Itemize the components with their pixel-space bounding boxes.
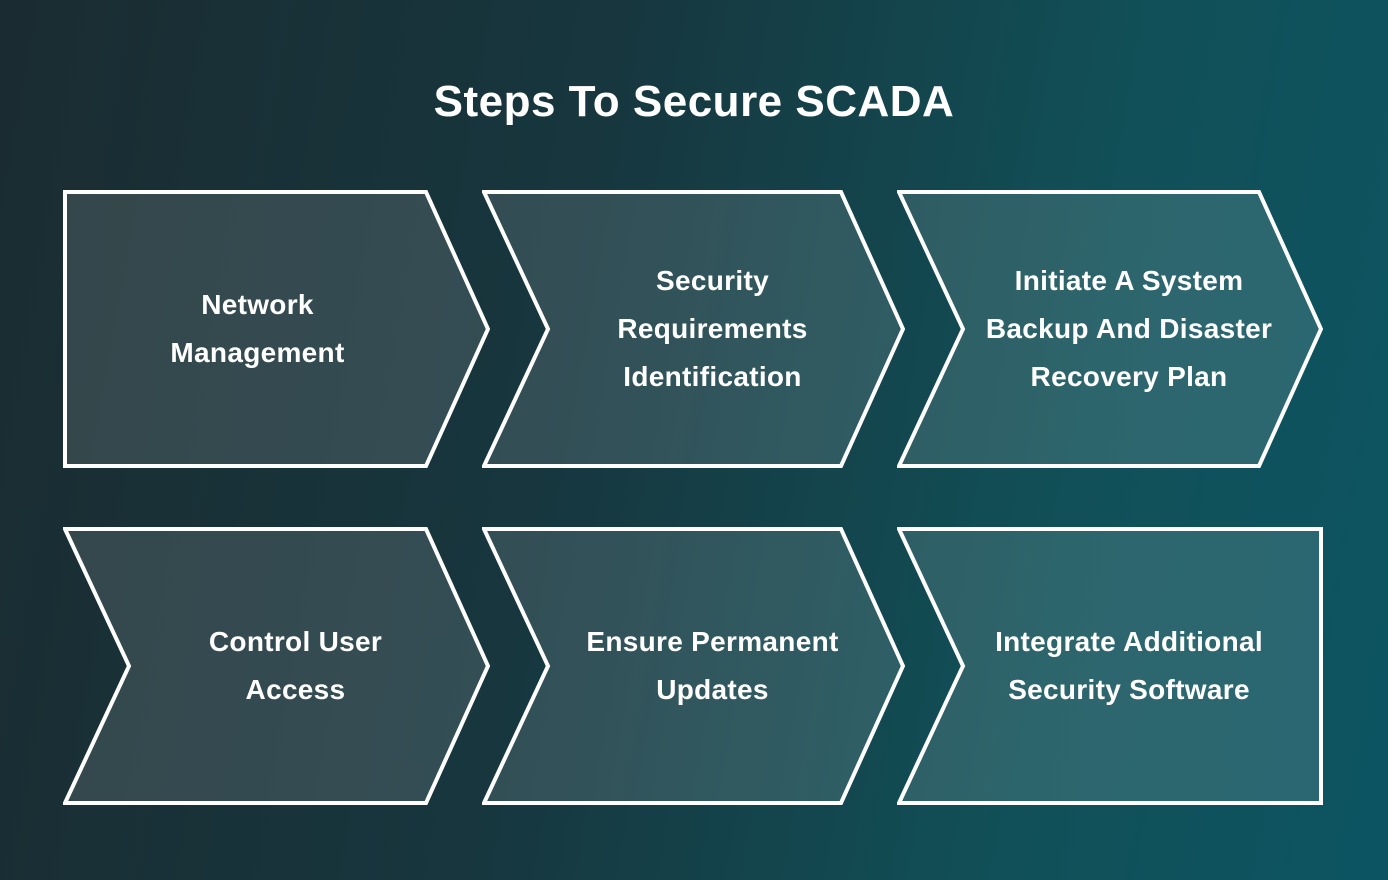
step-label-line: Network: [201, 289, 314, 320]
step-label: Integrate Additional Security Software: [897, 527, 1323, 805]
step-label-line: Security Software: [1008, 674, 1250, 705]
step-label-line: Management: [170, 337, 345, 368]
step-arrow-shape: [897, 527, 1323, 805]
step-security-requirements-identification: Security Requirements Identification: [482, 190, 905, 468]
step-label: Initiate A System Backup And Disaster Re…: [897, 190, 1323, 468]
step-label: Control User Access: [63, 527, 490, 805]
step-integrate-additional-security-software: Integrate Additional Security Software: [897, 527, 1323, 805]
step-label: Security Requirements Identification: [482, 190, 905, 468]
step-label-line: Backup And Disaster: [985, 313, 1273, 344]
step-arrow-shape: [482, 190, 905, 468]
step-system-backup-disaster-recovery: Initiate A System Backup And Disaster Re…: [897, 190, 1323, 468]
step-label-line: Initiate A System: [1014, 265, 1244, 296]
step-label-line: Ensure Permanent: [586, 626, 839, 657]
step-label: Network Management: [63, 190, 490, 468]
step-label-line: Recovery Plan: [1030, 361, 1228, 392]
step-ensure-permanent-updates: Ensure Permanent Updates: [482, 527, 905, 805]
step-network-management: Network Management: [63, 190, 490, 468]
step-label-line: Identification: [623, 361, 802, 392]
step-arrow-shape: [63, 190, 490, 468]
step-label-line: Access: [245, 674, 346, 705]
step-label: Ensure Permanent Updates: [482, 527, 905, 805]
step-control-user-access: Control User Access: [63, 527, 490, 805]
step-arrow-shape: [482, 527, 905, 805]
step-arrow-shape: [63, 527, 490, 805]
step-arrow-shape: [897, 190, 1323, 468]
step-label-line: Requirements: [617, 313, 808, 344]
step-label-line: Security: [656, 265, 769, 296]
page-title: Steps To Secure SCADA: [433, 77, 955, 126]
step-label-line: Control User: [208, 626, 383, 657]
step-label-line: Updates: [656, 674, 769, 705]
step-label-line: Integrate Additional: [995, 626, 1263, 657]
